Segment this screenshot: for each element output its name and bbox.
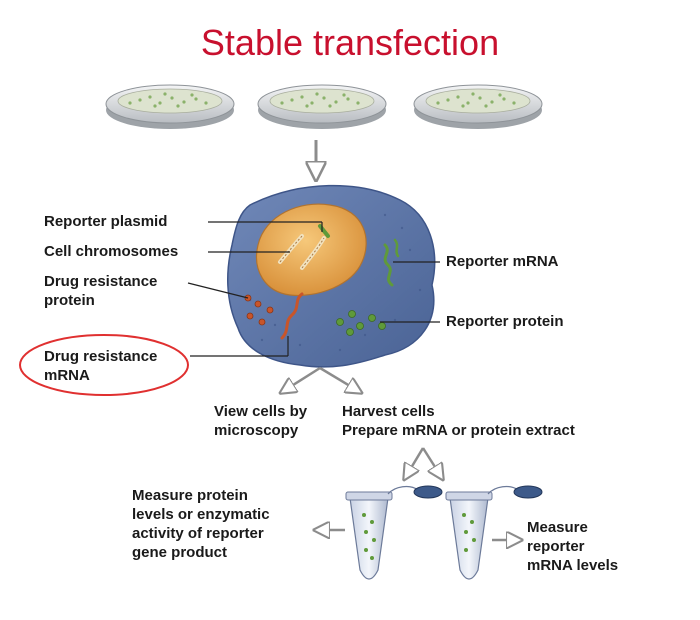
drug-resistance-protein (244, 294, 274, 326)
label-view-cells: View cells by microscopy (214, 403, 308, 439)
tube-mrna (445, 485, 543, 580)
petri-dish-1 (105, 84, 235, 129)
label-measure-protein: Measure protein levels or enzymatic acti… (132, 487, 270, 561)
reporter-mrna (383, 238, 400, 287)
label-reporter-mrna: Reporter mRNA (446, 253, 559, 270)
drug-resistance-mrna (280, 292, 304, 340)
highlight-ellipse (19, 334, 189, 396)
tube-arrows (405, 447, 442, 478)
label-reporter-protein: Reporter protein (446, 313, 564, 330)
leader-lines (187, 221, 440, 357)
label-reporter-plasmid: Reporter plasmid (44, 213, 168, 230)
split-arrows (282, 366, 360, 392)
page-title: Stable transfection (200, 22, 500, 63)
nucleus (256, 203, 367, 297)
petri-dish-3 (413, 84, 543, 129)
petri-dish-2 (257, 84, 387, 129)
label-measure-mrna: Measure reporter mRNA levels (527, 519, 619, 574)
label-drug-resistance-mrna: Drug resistance mRNA (44, 348, 158, 384)
side-arrows (316, 530, 520, 540)
label-drug-resistance-protein: Drug resistance protein (44, 273, 158, 309)
label-cell-chromosomes: Cell chromosomes (44, 243, 179, 260)
label-harvest-cells: Harvest cells Prepare mRNA or protein ex… (342, 403, 575, 439)
reporter-protein (336, 310, 386, 336)
tube-protein (345, 485, 443, 580)
